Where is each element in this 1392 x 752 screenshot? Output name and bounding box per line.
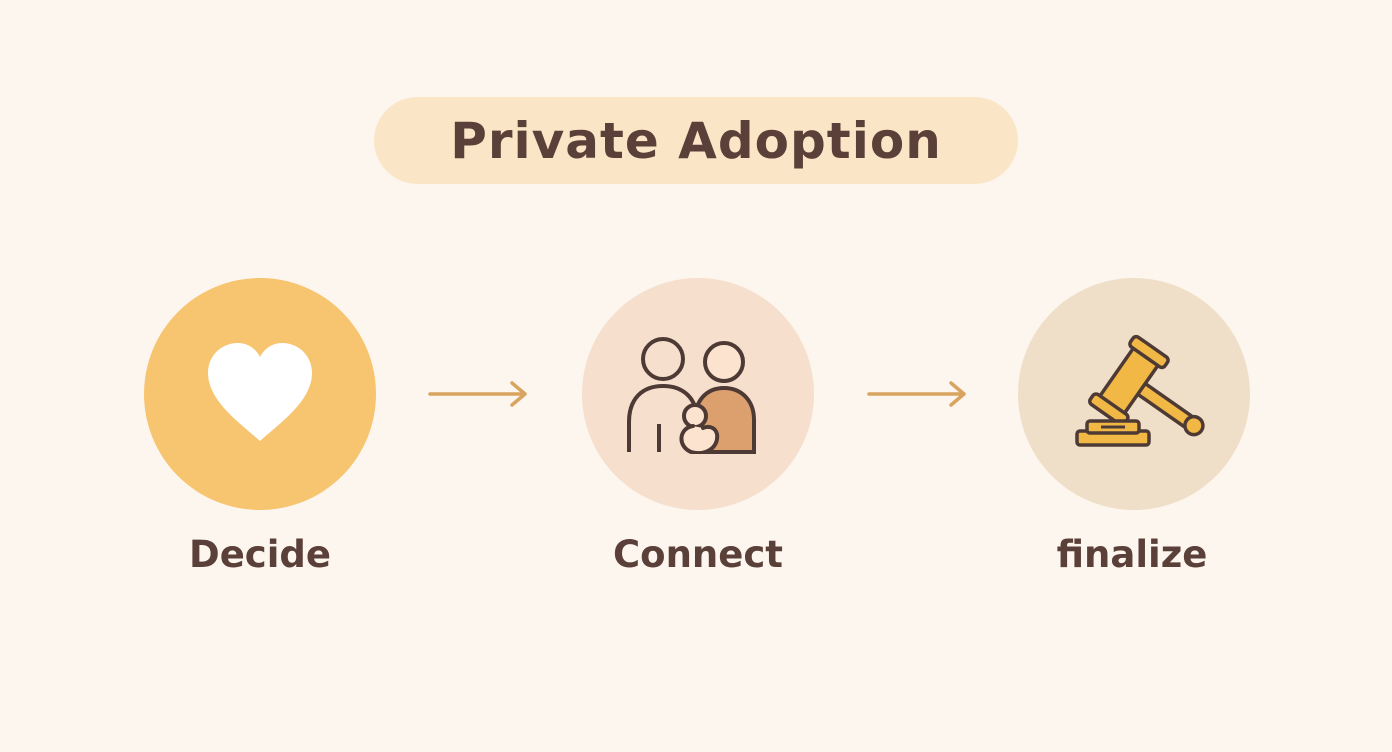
arrow-right-icon [428, 381, 527, 407]
step-decide-circle [144, 278, 376, 510]
step-label-decide: Decide [188, 533, 331, 576]
title-pill: Private Adoption [374, 97, 1018, 184]
step-label-connect: Connect [613, 533, 783, 576]
step-connect-circle [582, 278, 814, 510]
page-title: Private Adoption [450, 111, 942, 170]
gavel-icon [1075, 334, 1205, 447]
family-icon [627, 337, 756, 454]
heart-icon [208, 343, 312, 441]
arrow-right-icon [867, 381, 966, 407]
step-finalize-circle [1018, 278, 1250, 510]
step-label-finalize: finalize [1056, 533, 1208, 576]
